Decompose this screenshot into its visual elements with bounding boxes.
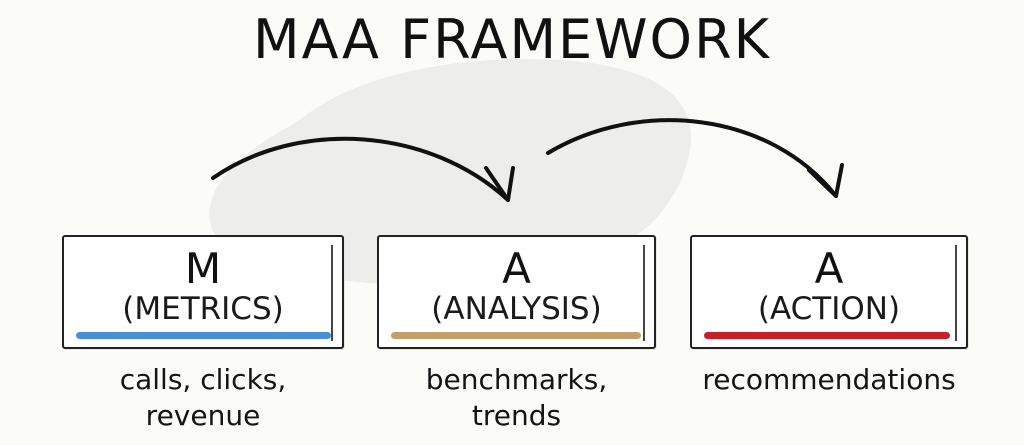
arrow-2-curve xyxy=(546,118,838,198)
arrow-1-head xyxy=(484,166,515,202)
action-underline xyxy=(704,332,950,339)
analysis-name: (ANALYSIS) xyxy=(431,291,602,327)
action-letter: A xyxy=(814,244,844,293)
analysis-underline xyxy=(391,332,641,339)
arrow-metrics-to-analysis xyxy=(211,136,515,202)
arrow-1-curve xyxy=(211,136,510,202)
arrow-analysis-to-action xyxy=(546,118,844,198)
analysis-letter: A xyxy=(502,244,531,293)
analysis-description-line-1: benchmarks, xyxy=(425,363,608,396)
action-description-line-1: recommendations xyxy=(702,363,956,396)
metrics-card: M (METRICS) xyxy=(62,235,344,349)
action-description: recommendations xyxy=(690,362,968,398)
action-card: A (ACTION) xyxy=(690,235,968,349)
analysis-description: benchmarks, trends xyxy=(377,362,656,434)
metrics-description: calls, clicks, revenue xyxy=(62,362,344,434)
metrics-name: (METRICS) xyxy=(122,291,284,327)
metrics-description-line-2: revenue xyxy=(145,399,261,432)
analysis-card: A (ANALYSIS) xyxy=(377,235,656,349)
arrow-2-head xyxy=(807,163,844,198)
analysis-description-line-2: trends xyxy=(471,399,562,432)
metrics-underline xyxy=(76,332,331,339)
metrics-description-line-1: calls, clicks, xyxy=(119,363,287,396)
diagram-title: MAA FRAMEWORK xyxy=(252,8,771,71)
metrics-letter: M xyxy=(184,244,222,293)
background-blob xyxy=(209,59,692,285)
action-name: (ACTION) xyxy=(757,291,901,327)
